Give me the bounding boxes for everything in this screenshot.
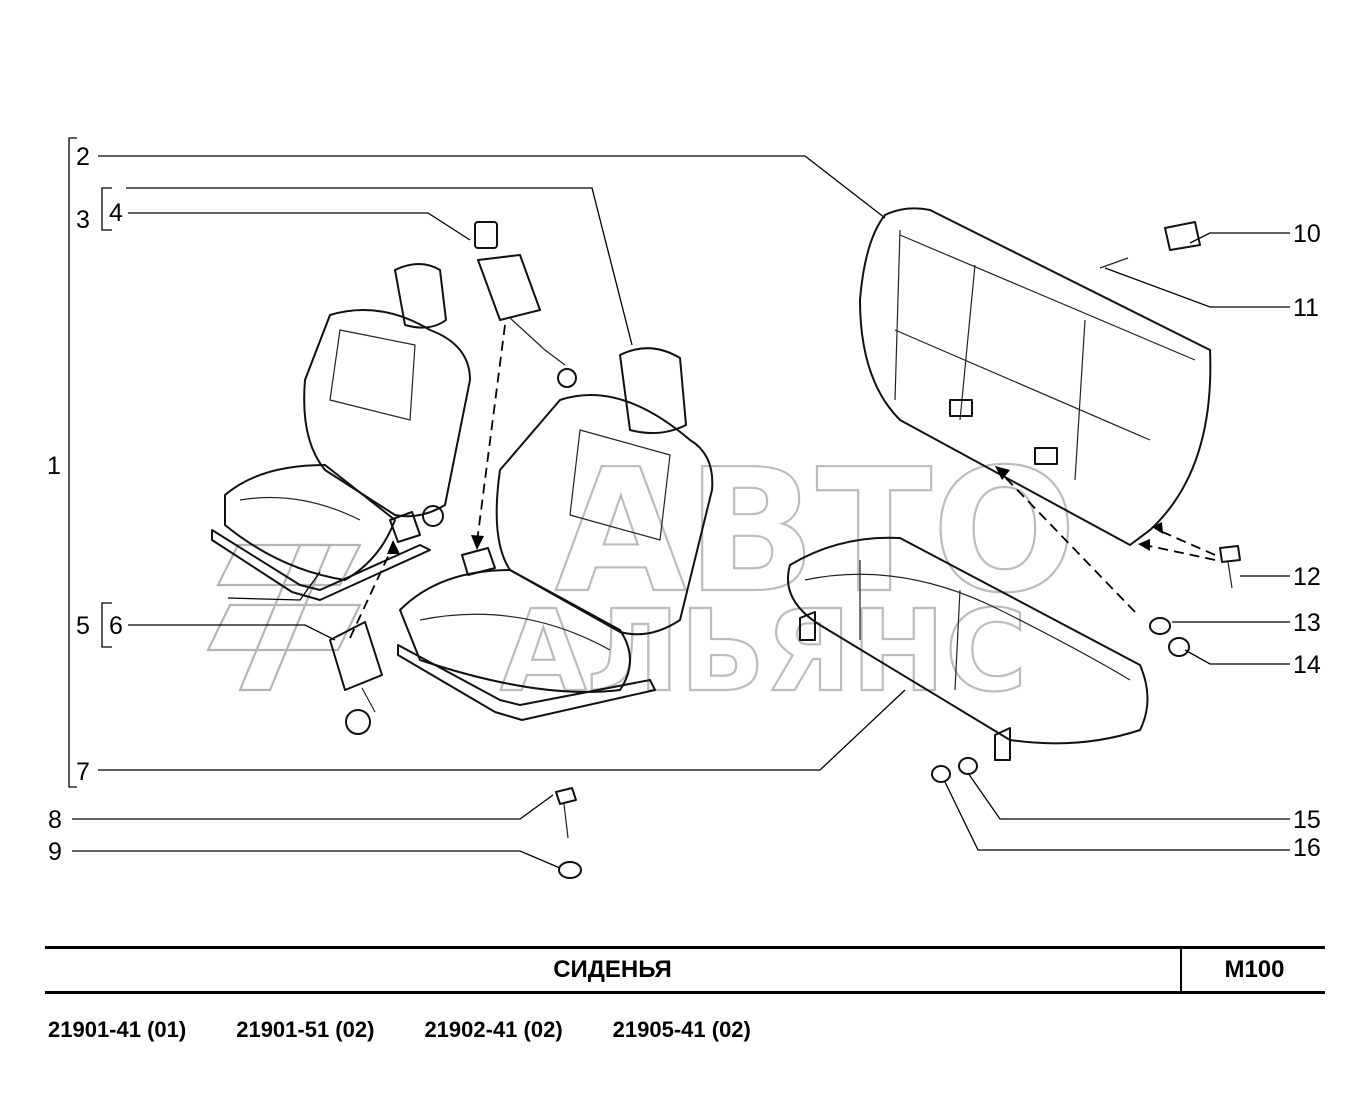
seat-belt-buckle-upper <box>474 221 577 388</box>
callout-9: 9 <box>48 838 62 866</box>
callout-1: 1 <box>47 452 61 480</box>
model-list: 21901-41 (01) 21901-51 (02) 21902-41 (02… <box>48 1014 751 1046</box>
assembly-arrows <box>349 324 1216 639</box>
callout-4: 4 <box>109 199 123 227</box>
watermark-line2: АЛЬЯНС <box>500 587 1027 717</box>
title-block-title: СИДЕНЬЯ <box>553 956 672 983</box>
front-seat-right <box>397 347 714 721</box>
model-code: 21902-41 (02) <box>424 1017 563 1042</box>
callout-15: 15 <box>1293 806 1321 834</box>
hardware-parts <box>555 221 1241 879</box>
callout-5: 5 <box>76 612 90 640</box>
model-code: 21901-41 (01) <box>48 1017 187 1042</box>
title-block-code: M100 <box>1180 949 1327 991</box>
callout-10: 10 <box>1293 220 1321 248</box>
leader-lines <box>72 155 1290 869</box>
callout-6: 6 <box>109 612 123 640</box>
watermark: АВТО АЛЬЯНС <box>206 432 1078 718</box>
callout-11: 11 <box>1293 294 1319 322</box>
callout-16: 16 <box>1293 834 1321 862</box>
callout-7: 7 <box>76 758 90 786</box>
front-seat-left <box>211 263 471 601</box>
rear-seat-back <box>859 207 1212 546</box>
callout-8: 8 <box>48 806 62 834</box>
watermark-line1: АВТО <box>555 433 1077 631</box>
callout-13: 13 <box>1293 609 1321 637</box>
callout-14: 14 <box>1293 651 1321 679</box>
seat-belt-buckle-lower <box>329 511 421 735</box>
callout-2: 2 <box>76 143 90 171</box>
watermark-logo-mark <box>206 543 362 692</box>
callout-labels: 1 2 3 4 5 6 7 8 9 10 11 12 13 14 15 16 <box>47 143 1321 866</box>
rear-seat-cushion <box>787 536 1149 761</box>
bracket-group-1 <box>68 137 112 788</box>
model-code: 21905-41 (02) <box>612 1017 751 1042</box>
callout-12: 12 <box>1293 563 1321 591</box>
title-block: СИДЕНЬЯ M100 <box>45 946 1325 994</box>
model-code: 21901-51 (02) <box>236 1017 375 1042</box>
callout-3: 3 <box>76 206 90 234</box>
